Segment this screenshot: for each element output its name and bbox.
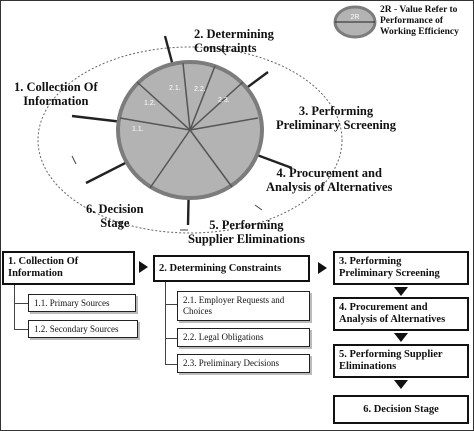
connector-2-2 (165, 304, 178, 339)
flow-sub-preliminary-decisions: 2.3. Preliminary Decisions (177, 354, 310, 373)
wheel-label-stage-4-line-1: 4. Procurement and (276, 166, 382, 180)
flow-box-decision-stage: 6. Decision Stage (333, 395, 469, 424)
stage-wheel: 2R (37, 5, 377, 234)
connector-1-2 (14, 303, 29, 330)
flow-box-constraints: 2. Determining Constraints (153, 255, 310, 282)
wheel-label-stage-4-line-2: Analysis of Alternatives (266, 180, 393, 194)
arrow-2-to-3 (318, 262, 327, 274)
wheel-label-stage-3: 3. Performing Preliminary Screening (276, 104, 396, 132)
legend-text: 2R - Value Refer to Performance of Worki… (380, 5, 459, 38)
orbit-ticks (71, 48, 263, 231)
legend-symbol-label: 2R (351, 14, 360, 21)
connector-1-1 (14, 285, 29, 304)
wheel-label-stage-6-line-1: 6. Decision (86, 202, 144, 216)
arrow-1-to-2 (139, 261, 148, 273)
wheel-label-stage-2-line-2: Constraints (194, 41, 257, 55)
flow-sub-primary-sources: 1.1. Primary Sources (28, 294, 136, 312)
flow-box-preliminary-screening-line-2: Preliminary Screening (339, 268, 440, 279)
legend-line-1: 2R - Value Refer to (380, 5, 458, 15)
flow-sub-employer-requests-line-2: Choices (183, 306, 212, 316)
wheel-label-stage-4: 4. Procurement and Analysis of Alternati… (266, 166, 392, 194)
flow-box-collection: 1. Collection Of Information (2, 251, 135, 285)
flow-box-supplier-eliminations-line-2: Eliminations (339, 361, 397, 372)
segment-2-2: 2.2. (194, 86, 206, 93)
wheel-label-stage-2: 2. Determining Constraints (194, 27, 274, 55)
wheel-label-stage-3-line-1: 3. Performing (298, 104, 374, 118)
outer-orbit (37, 46, 343, 234)
flow-box-preliminary-screening: 3. Performing Preliminary Screening (333, 251, 469, 285)
flow-box-collection-line-2: Information (8, 268, 63, 279)
flow-sub-employer-requests: 2.1. Employer Requests and Choices (177, 291, 310, 321)
wheel-label-stage-1-line-2: Information (23, 94, 89, 108)
wheel-label-stage-2-line-1: 2. Determining (194, 27, 274, 41)
wheel-label-stage-3-line-2: Preliminary Screening (276, 118, 397, 132)
flow-box-supplier-eliminations-line-1: 5. Performing Supplier (339, 349, 443, 360)
legend-line-2: Performance of (380, 16, 444, 26)
flow-box-preliminary-screening-line-1: 3. Performing (339, 256, 402, 267)
flow-box-procurement-line-2: Analysis of Alternatives (339, 314, 446, 325)
connector-2-3 (165, 338, 178, 365)
wheel-label-stage-1-line-1: 1. Collection Of (14, 80, 98, 94)
flow-sub-employer-requests-line-1: 2.1. Employer Requests and (183, 295, 285, 305)
flow-box-collection-line-1: 1. Collection Of (8, 256, 79, 267)
wheel-label-stage-1: 1. Collection Of Information (14, 80, 98, 108)
flow-sub-secondary-sources: 1.2. Secondary Sources (28, 320, 138, 338)
flow-box-procurement: 4. Procurement and Analysis of Alternati… (333, 297, 469, 331)
arrow-4-to-5 (394, 333, 408, 342)
segment-2-3: 2.3. (218, 97, 230, 104)
wheel-label-stage-5-line-1: 5. Performing (209, 218, 284, 232)
flow-box-procurement-line-1: 4. Procurement and (339, 302, 428, 313)
flow-box-supplier-eliminations: 5. Performing Supplier Eliminations (333, 344, 469, 378)
arrow-5-to-6 (394, 380, 408, 389)
flow-sub-legal-obligations: 2.2. Legal Obligations (177, 328, 310, 347)
segment-1-1: 1.1. (132, 126, 144, 133)
arrow-3-to-4 (394, 287, 408, 296)
wheel-label-stage-5: 5. Performing Supplier Eliminations (188, 218, 305, 246)
wheel-label-stage-6: 6. Decision Stage (86, 202, 144, 230)
wheel-label-stage-5-line-2: Supplier Eliminations (188, 232, 305, 246)
legend-symbol: 2R (333, 5, 377, 39)
segment-1-2: 1.2. (144, 100, 156, 107)
legend-line-3: Working Efficiency (380, 27, 459, 37)
wheel-label-stage-6-line-2: Stage (100, 216, 130, 230)
connector-2-1 (165, 282, 178, 305)
segment-lines (119, 62, 259, 189)
segment-2-1: 2.1. (169, 85, 181, 92)
